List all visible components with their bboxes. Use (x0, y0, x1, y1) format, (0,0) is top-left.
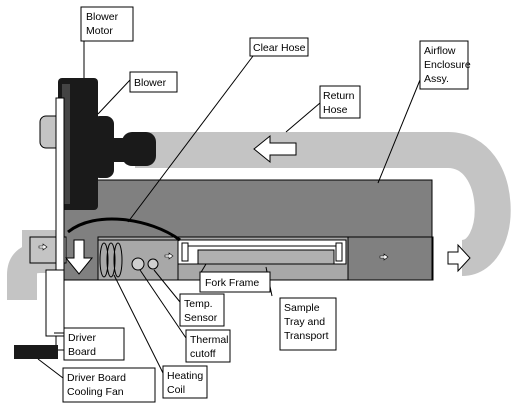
label-sample-tray: Sample Tray and Transport (284, 302, 329, 342)
sample-tray (197, 249, 335, 265)
driver-board (45, 269, 65, 337)
arrow-right-icon (447, 243, 471, 273)
temp-sensor-disc (147, 258, 159, 270)
label-driver-board: Driver Board (68, 332, 99, 358)
blower-motor (39, 78, 98, 210)
label-thermal-cutoff: Thermal cutoff (190, 334, 231, 360)
callout-boxes (62, 6, 469, 403)
label-airflow-enclosure: Airflow Enclosure Assy. (424, 45, 474, 85)
arrow-left-icon (253, 134, 297, 164)
label-blower: Blower (134, 77, 167, 89)
label-blower-motor: Blower Motor (86, 11, 121, 37)
blower (92, 116, 156, 178)
label-heating-coil: Heating Coil (167, 370, 206, 396)
outlet-box (347, 236, 433, 281)
arrow-right-icon (164, 252, 174, 260)
arrow-down-icon (64, 239, 94, 275)
label-temp-sensor: Temp. Sensor (184, 298, 218, 324)
arrow-right-icon (379, 253, 389, 261)
driver-board-fan (14, 345, 58, 359)
label-fork-frame: Fork Frame (205, 277, 259, 289)
mounting-plate (55, 97, 65, 351)
label-driver-board-fan: Driver Board Cooling Fan (67, 372, 129, 398)
thermal-cutoff-disc (131, 257, 145, 271)
clear-hose (67, 217, 181, 242)
arrow-right-icon (38, 243, 48, 251)
label-clear-hose: Clear Hose (253, 42, 306, 54)
label-return-hose: Return Hose (323, 90, 357, 116)
heating-coil (99, 242, 123, 278)
